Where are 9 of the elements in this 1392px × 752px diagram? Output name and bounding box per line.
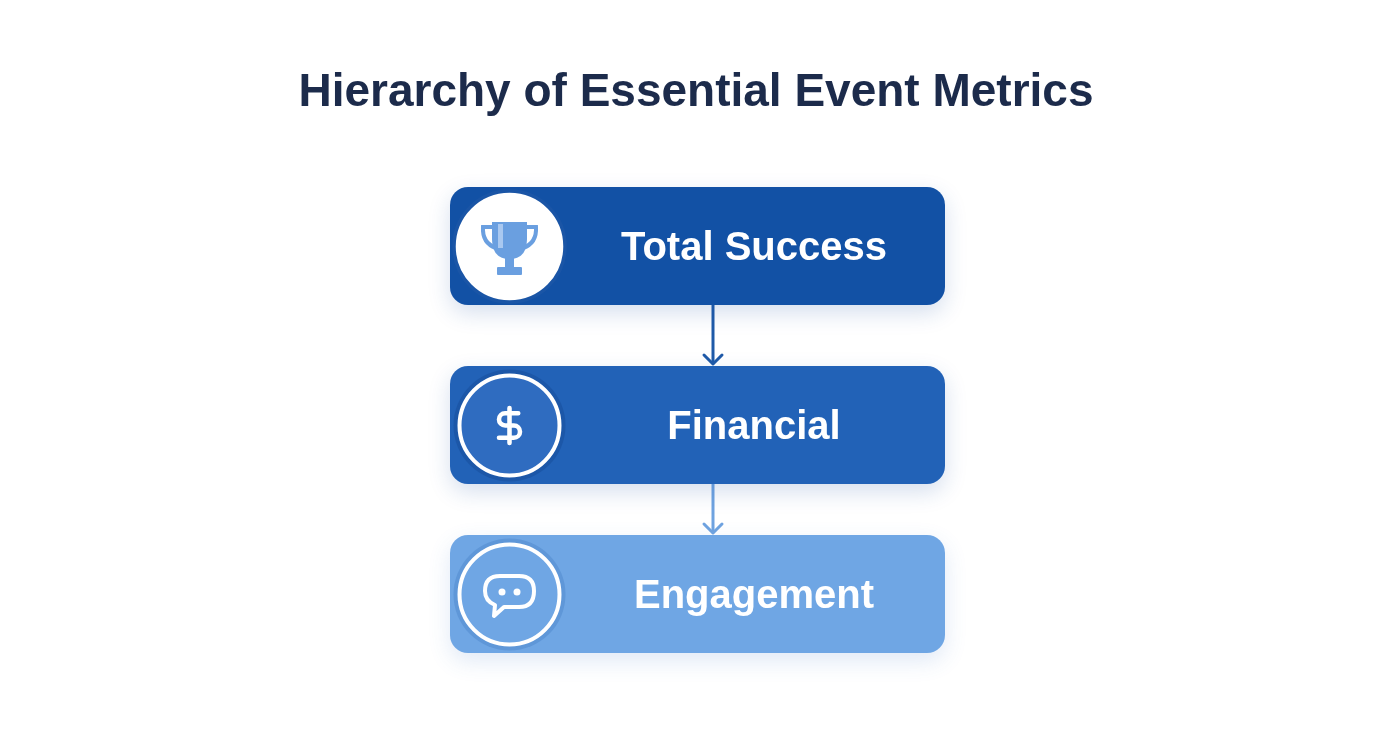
arrow <box>702 305 724 366</box>
step-bar <box>450 535 945 653</box>
step-label: Total Success <box>619 226 888 266</box>
step-label: Financial <box>666 405 842 445</box>
arrow <box>702 484 724 535</box>
diagram-title: Hierarchy of Essential Event Metrics <box>297 63 1095 118</box>
step-bar <box>450 187 945 305</box>
step-bar <box>450 366 945 484</box>
step-label: Engagement <box>632 574 875 614</box>
